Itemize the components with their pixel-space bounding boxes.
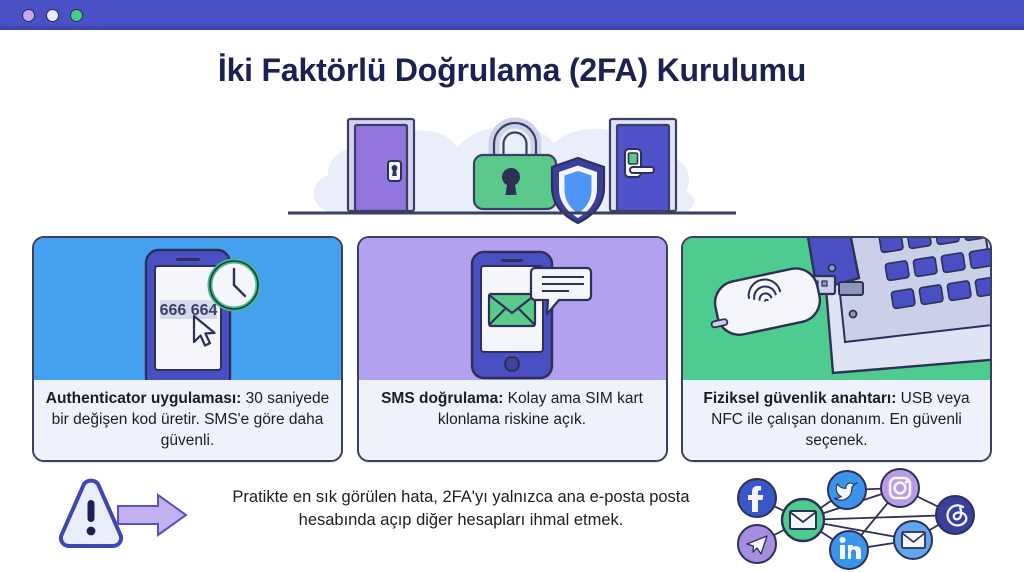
phone-with-sms-message-illustration: [358, 238, 666, 380]
laptop-with-usb-security-key-illustration: [683, 238, 990, 380]
cursor-icon: [192, 314, 216, 347]
telegram-icon: [737, 524, 777, 564]
card-security-key[interactable]: Fiziksel güvenlik anahtarı: USB veya NFC…: [681, 236, 992, 462]
two-factor-authentication-illustration: [282, 103, 742, 225]
instagram-icon: [880, 468, 920, 508]
card-sms-verification[interactable]: SMS doğrulama: Kolay ama SIM kart klonla…: [356, 236, 668, 462]
card-caption: SMS doğrulama: Kolay ama SIM kart klonla…: [358, 380, 666, 460]
email-hub-icon: [780, 497, 826, 543]
otp-code-text: 666 664: [160, 302, 218, 319]
padlock-icon: [472, 117, 558, 211]
warning-triangle-icon: [58, 478, 124, 549]
practice-note-text: Pratikte en sık görülen hata, 2FA'yı yal…: [232, 488, 690, 530]
card-caption: Authenticator uygulaması: 30 saniyede bi…: [34, 380, 341, 460]
arrow-right-icon: [117, 493, 188, 537]
threads-icon: [935, 495, 975, 535]
window-dot-maximize[interactable]: [70, 9, 83, 22]
facebook-icon: [737, 478, 777, 518]
card-caption-body: USB veya NFC ile çalışan donanım. En güv…: [711, 390, 970, 449]
page-title: İki Faktörlü Doğrulama (2FA) Kurulumu: [217, 52, 807, 88]
linkedin-icon: [829, 530, 869, 570]
speech-bubble-icon: [529, 266, 592, 316]
window-titlebar: [0, 0, 1024, 30]
window-controls: [22, 9, 83, 22]
card-caption: Fiziksel güvenlik anahtarı: USB veya NFC…: [683, 380, 990, 460]
card-authenticator-app[interactable]: 666 664 Authenticator uygulaması: 30 s: [32, 236, 343, 462]
window-dot-close[interactable]: [22, 9, 35, 22]
email-icon: [893, 520, 933, 560]
shield-icon: [550, 156, 606, 225]
twitter-icon: [827, 470, 867, 510]
card-caption-body: Kolay ama SIM kart klonlama riskine açık…: [437, 390, 643, 428]
card-caption-title: Fiziksel güvenlik anahtarı:: [703, 390, 897, 407]
phone-with-otp-code-illustration: 666 664: [34, 238, 341, 380]
door-left-icon: [346, 117, 416, 213]
bottom-note-row: Pratikte en sık görülen hata, 2FA'yı yal…: [0, 468, 1024, 572]
connected-accounts-network: [720, 468, 1020, 572]
door-right-icon: [608, 117, 678, 213]
card-caption-body: 30 saniyede bir değişen kod üretir. SMS'…: [51, 390, 330, 449]
usb-security-key-icon: [710, 267, 837, 336]
window-dot-minimize[interactable]: [46, 9, 59, 22]
clock-icon: [207, 258, 261, 312]
card-caption-title: SMS doğrulama:: [381, 390, 504, 407]
warning-arrow-group: [48, 476, 198, 561]
card-caption-title: Authenticator uygulaması:: [45, 390, 242, 407]
envelope-icon: [487, 292, 536, 328]
method-cards-row: 666 664 Authenticator uygulaması: 30 s: [32, 236, 992, 462]
